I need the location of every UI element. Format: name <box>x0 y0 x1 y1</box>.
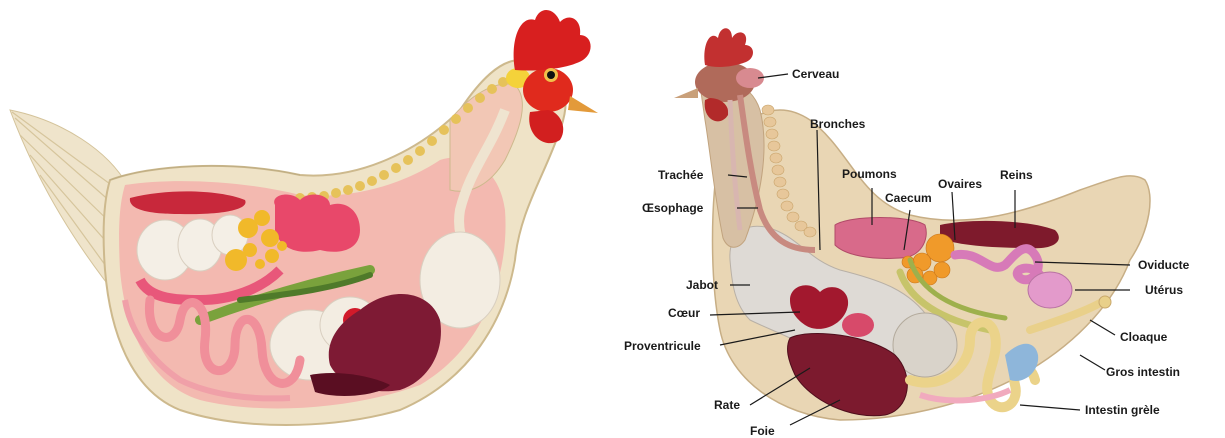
label-uterus: Utérus <box>1145 283 1183 297</box>
label-reins: Reins <box>1000 168 1033 182</box>
label-caecum: Caecum <box>885 191 932 205</box>
beak <box>568 96 598 113</box>
left-chicken-drawing <box>0 0 610 437</box>
label-foie: Foie <box>750 424 775 438</box>
label-oesophage: Œsophage <box>642 201 703 215</box>
comb <box>514 10 591 70</box>
label-oviducte: Oviducte <box>1138 258 1189 272</box>
label-rate: Rate <box>714 398 740 412</box>
label-jabot: Jabot <box>686 278 718 292</box>
label-trachee: Trachée <box>658 168 703 182</box>
label-bronches: Bronches <box>810 117 865 131</box>
label-intestin-grele: Intestin grèle <box>1085 403 1160 417</box>
label-coeur: Cœur <box>668 306 700 320</box>
label-proventricule: Proventricule <box>624 339 701 353</box>
label-cloaque: Cloaque <box>1120 330 1167 344</box>
right-chicken-diagram: Cerveau Bronches Trachée Poumons Caecum … <box>610 0 1225 437</box>
label-ovaires: Ovaires <box>938 177 982 191</box>
label-gros-intestin: Gros intestin <box>1106 365 1180 379</box>
lungs <box>835 218 926 259</box>
label-poumons: Poumons <box>842 167 897 181</box>
label-cerveau: Cerveau <box>792 67 839 81</box>
left-chicken-illustration <box>0 0 610 437</box>
comb <box>704 28 753 67</box>
